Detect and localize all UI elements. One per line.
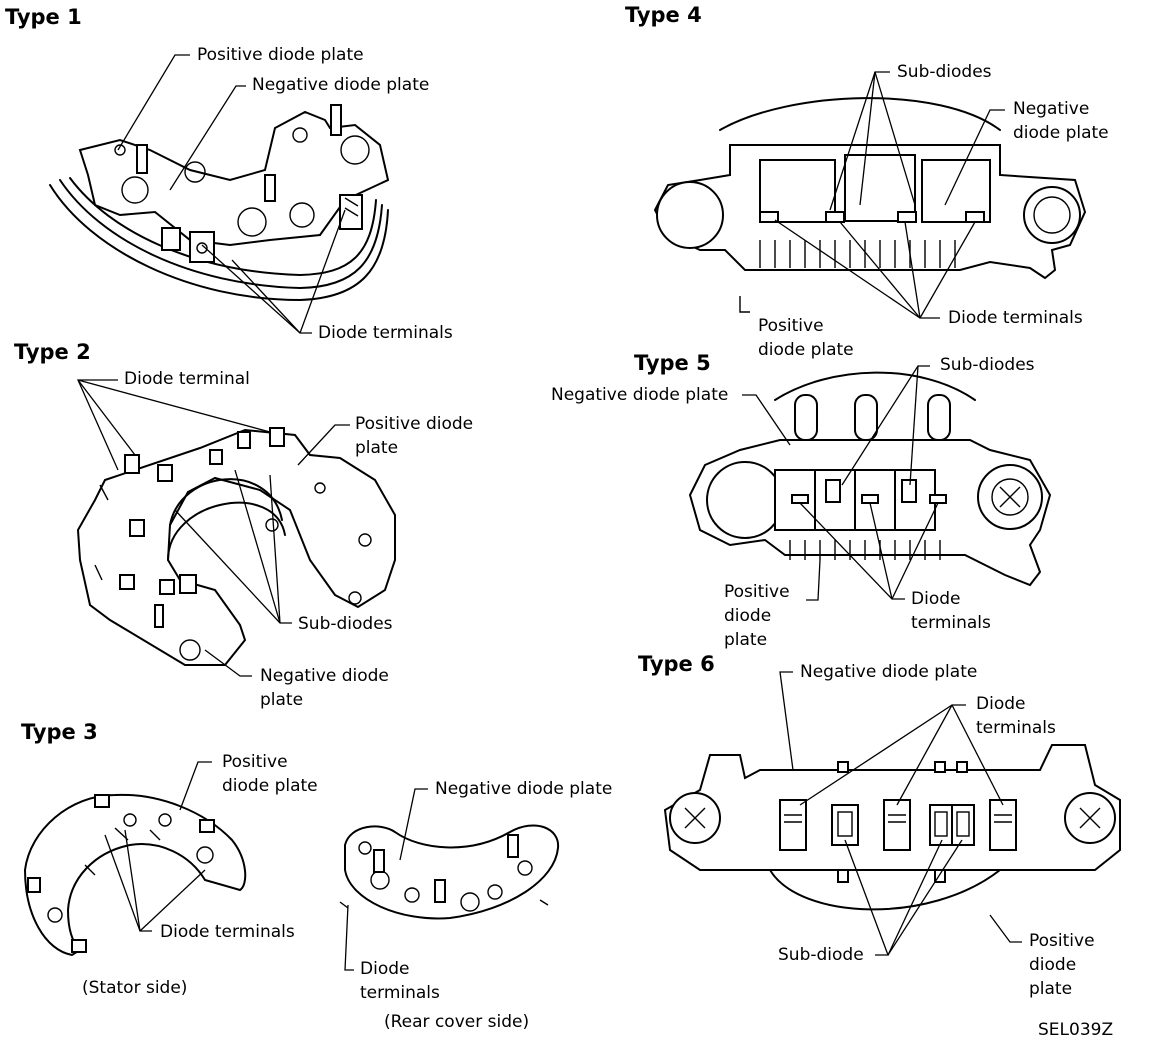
type5-negative-plate-label: Negative diode plate xyxy=(551,385,729,405)
leader-lines xyxy=(76,54,1022,971)
type6-drawing xyxy=(663,744,1121,911)
figure-code: SEL039Z xyxy=(1038,1020,1114,1040)
type3-negative-plate-label: Negative diode plate xyxy=(435,779,613,799)
type4-title: Type 4 xyxy=(625,3,702,27)
type4-negative-plate-label: Negative diode plate xyxy=(1013,99,1109,143)
type6-sub-diode-label: Sub-diode xyxy=(778,945,864,965)
type5-title: Type 5 xyxy=(634,351,711,375)
type3-stator-drawing xyxy=(23,793,247,957)
type3-stator-side-caption: (Stator side) xyxy=(82,978,188,998)
type5-drawing xyxy=(688,371,1052,587)
type3-positive-plate-label: Positive diode plate xyxy=(222,752,318,796)
type1-title: Type 1 xyxy=(5,5,82,29)
type2-title: Type 2 xyxy=(14,340,91,364)
type3-rear-drawing xyxy=(339,824,560,920)
type4-positive-plate-label: Positive diode plate xyxy=(758,316,854,360)
type4-diode-terminals-label: Diode terminals xyxy=(948,308,1083,328)
type5-diode-terminals-label: Diode terminals xyxy=(911,589,991,633)
type4-drawing xyxy=(653,97,1087,313)
type6-negative-plate-label: Negative diode plate xyxy=(800,662,978,682)
type1-diode-terminals-label: Diode terminals xyxy=(318,323,453,343)
type3-rear-cover-side-caption: (Rear cover side) xyxy=(384,1012,530,1032)
type1-negative-plate-label: Negative diode plate xyxy=(252,75,430,95)
type2-negative-plate-label: Negative diode plate xyxy=(260,666,389,710)
type2-diode-terminal-label: Diode terminal xyxy=(124,369,250,389)
type2-sub-diodes-label: Sub-diodes xyxy=(298,614,393,634)
type3-diode-terminals-rear-label: Diode terminals xyxy=(360,959,440,1003)
type3-diode-terminals-stator-label: Diode terminals xyxy=(160,922,295,942)
type6-positive-plate-label: Positive diode plate xyxy=(1029,931,1095,999)
type3-title: Type 3 xyxy=(21,720,98,744)
type4-sub-diodes-label: Sub-diodes xyxy=(897,62,992,82)
type5-positive-plate-label: Positive diode plate xyxy=(724,582,790,650)
type1-positive-plate-label: Positive diode plate xyxy=(197,45,364,65)
type2-positive-plate-label: Positive diode plate xyxy=(355,414,474,458)
type6-diode-terminals-label: Diode terminals xyxy=(976,694,1056,738)
type2-drawing xyxy=(76,427,396,666)
type5-sub-diodes-label: Sub-diodes xyxy=(940,355,1035,375)
type1-drawing xyxy=(49,104,390,301)
type6-title: Type 6 xyxy=(638,652,715,676)
